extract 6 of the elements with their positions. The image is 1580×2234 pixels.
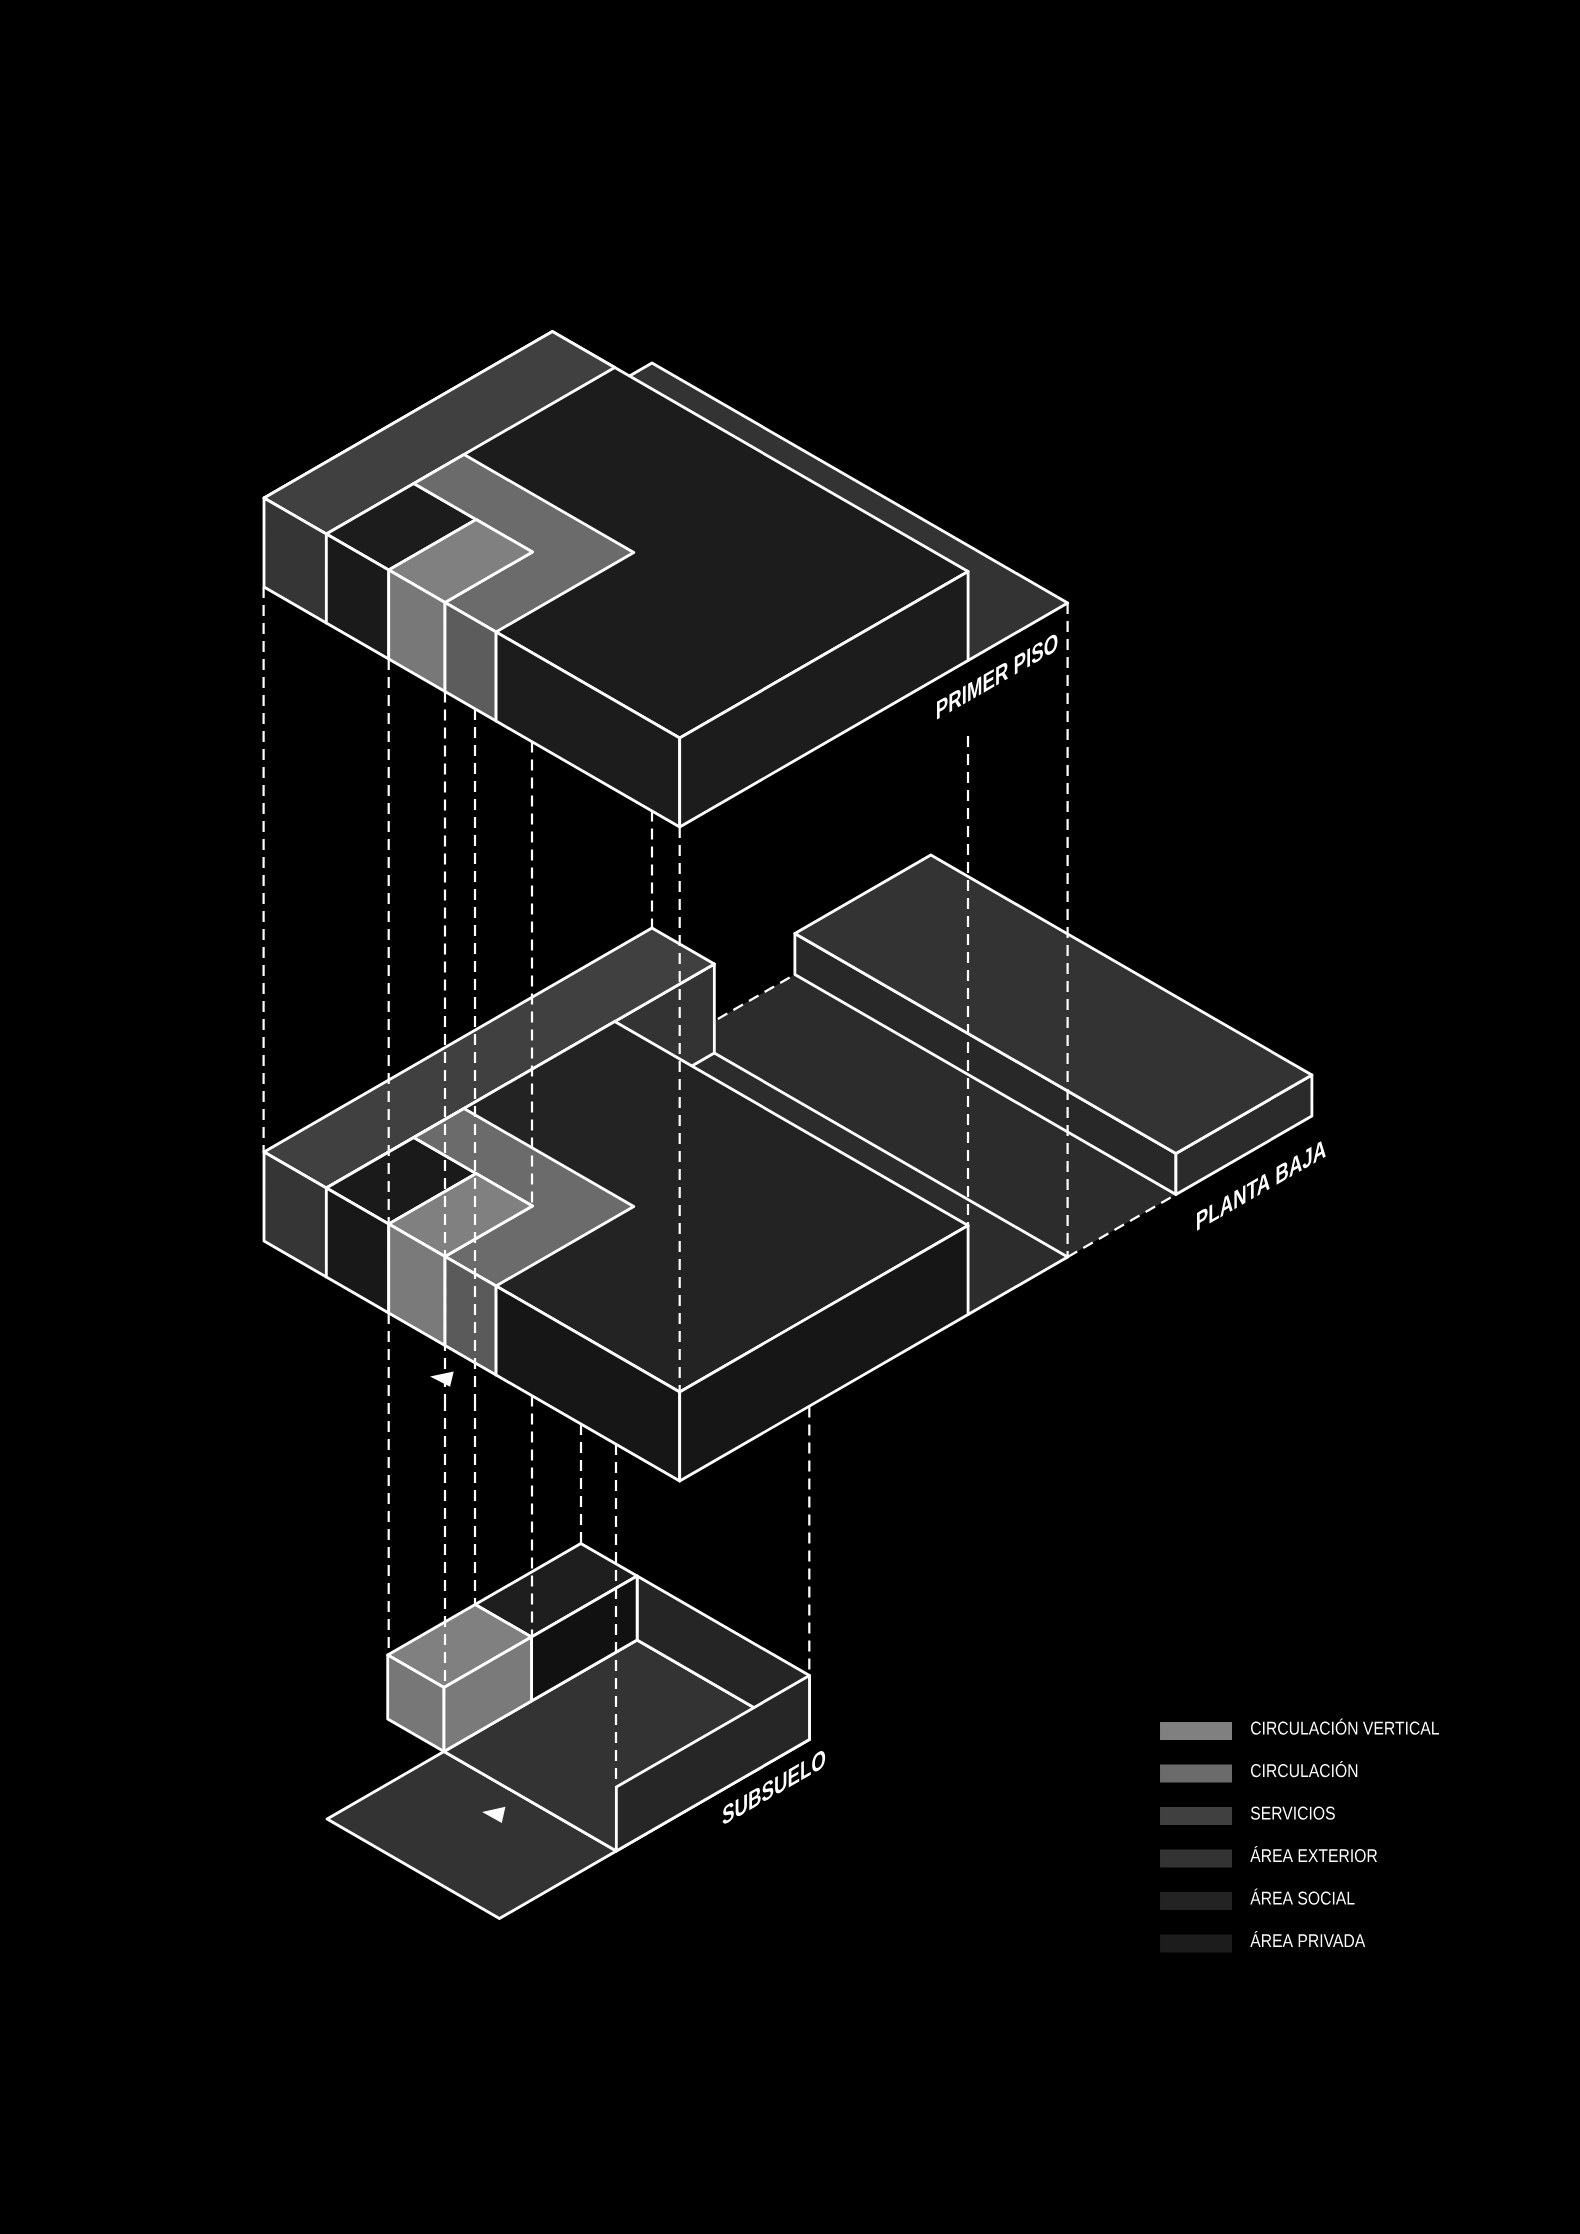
legend-label: ÁREA EXTERIOR	[1250, 1846, 1378, 1863]
legend-label: CIRCULACIÓN VERTICAL	[1251, 1718, 1439, 1735]
legend-label: ÁREA SOCIAL	[1250, 1888, 1355, 1905]
legend-label: SERVICIOS	[1250, 1806, 1335, 1820]
legend-label: CIRCULACIÓN	[1251, 1760, 1358, 1778]
legend-label: ÁREA PRIVADA	[1250, 1931, 1366, 1947]
